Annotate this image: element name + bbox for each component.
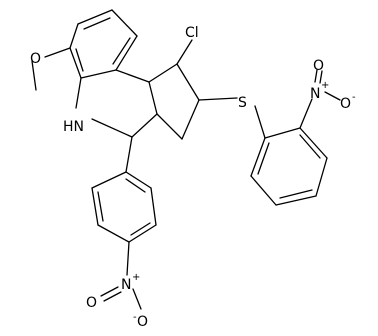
bond [264, 127, 301, 139]
bond [156, 113, 183, 140]
bond [112, 37, 131, 65]
bond [103, 291, 122, 302]
nitro-top-n-charge: + [321, 80, 329, 91]
bond [125, 178, 146, 193]
nitro-bottom-o-single-label: O [137, 314, 148, 330]
bond [148, 63, 178, 83]
bond [126, 241, 130, 276]
bond [77, 9, 113, 25]
chlorine-label: Cl [185, 25, 199, 41]
bond [115, 35, 138, 71]
bond [80, 69, 117, 79]
bond [299, 98, 313, 129]
bond [314, 69, 318, 83]
bonds [31, 9, 341, 310]
bond [250, 175, 277, 206]
bond [324, 91, 341, 101]
bond [132, 288, 142, 310]
bond [100, 286, 119, 297]
bond [150, 187, 157, 226]
bond [181, 99, 200, 140]
bond [198, 97, 238, 101]
bond [69, 23, 79, 49]
atom-labels: Cl S O HN N + O O - N + O O - [30, 25, 356, 330]
bond [128, 224, 157, 243]
bond [91, 118, 133, 138]
bond [299, 134, 321, 159]
bond [91, 187, 99, 226]
nitro-top-o-charge: - [352, 92, 356, 103]
nitro-bottom-o-charge: - [133, 312, 137, 323]
bond [97, 191, 104, 222]
bond [31, 60, 37, 91]
bond [91, 171, 127, 189]
nitro-bottom-n-label: N [121, 277, 131, 293]
nitro-bottom-o-double-label: O [86, 295, 97, 311]
sulfur-label: S [238, 95, 247, 111]
bond [130, 222, 151, 236]
bond [275, 195, 317, 206]
bond [83, 17, 111, 30]
bond [319, 70, 323, 84]
methoxy-oxygen-label: O [30, 51, 41, 67]
bond [44, 47, 71, 58]
bond [69, 47, 82, 79]
nitro-top-o-single-label: O [340, 96, 351, 112]
bond [254, 105, 266, 139]
nitro-bottom-n-charge: + [132, 272, 140, 283]
bond [115, 69, 150, 83]
bond [75, 48, 84, 72]
nitro-top-n-label: N [310, 86, 320, 102]
bond [176, 63, 200, 101]
nitro-top-o-double-label: O [313, 58, 324, 74]
bond [131, 113, 158, 138]
nh-label: HN [63, 119, 84, 135]
bond [299, 127, 328, 159]
bond [250, 137, 266, 177]
bond [257, 142, 270, 175]
bond [125, 136, 133, 173]
bond [148, 81, 158, 115]
bond [97, 224, 130, 243]
bond [75, 77, 82, 109]
bond [315, 157, 328, 197]
bond [176, 39, 193, 65]
bond [279, 189, 313, 199]
bond [111, 9, 138, 37]
bond [125, 171, 152, 189]
